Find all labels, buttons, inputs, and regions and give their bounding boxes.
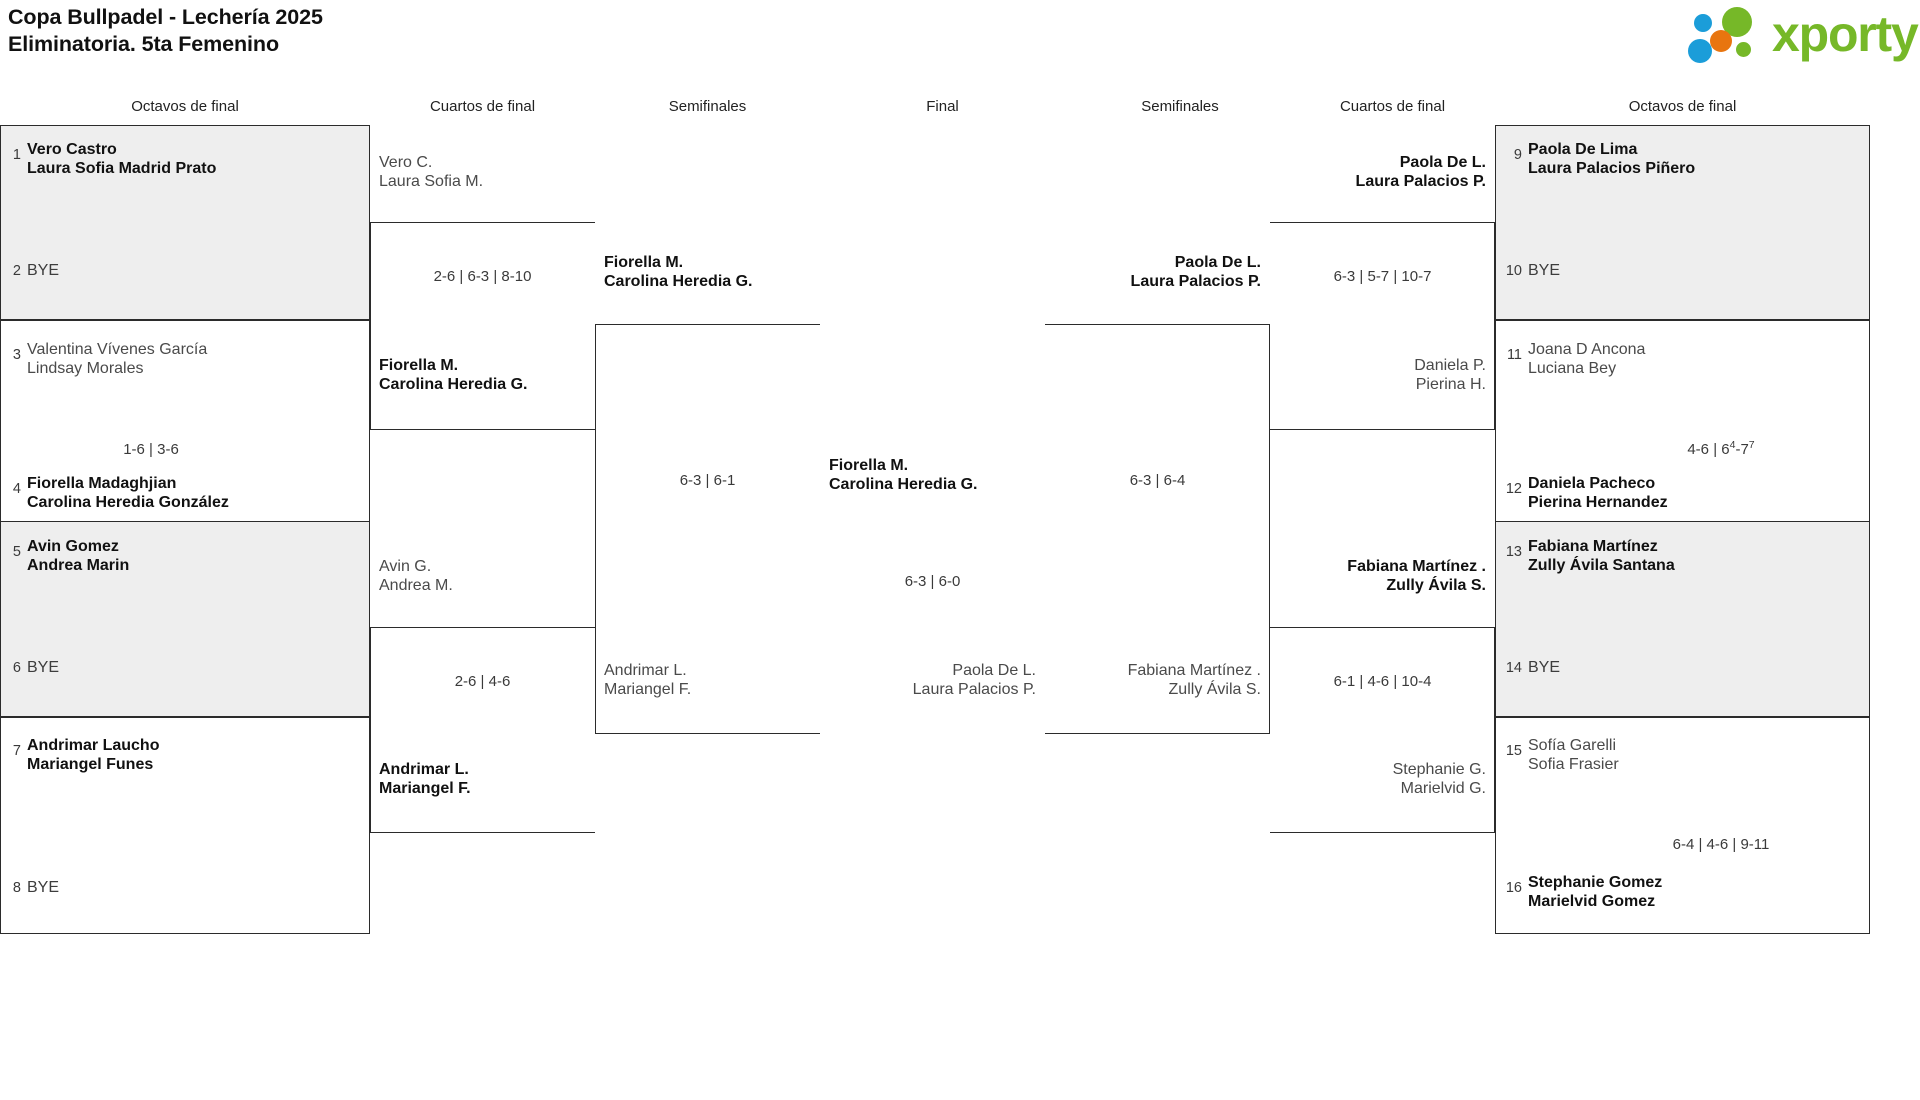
match-score: 2-6 | 4-6 bbox=[454, 673, 511, 690]
team-name: Fiorella Madaghjian Carolina Heredia Gon… bbox=[27, 475, 229, 511]
bracket-connector bbox=[595, 324, 820, 734]
seed-number: 6 bbox=[12, 660, 21, 676]
table-row[interactable]: 5 Avin Gomez Andrea Marin 6 BYE bbox=[0, 521, 370, 717]
logo-dot-orange bbox=[1710, 30, 1732, 52]
match-score: 4-6 | 64-77 bbox=[1687, 439, 1755, 458]
round-header-left-sf: Semifinales bbox=[668, 98, 747, 115]
team-name: Fabiana Martínez Zully Ávila Santana bbox=[1528, 538, 1675, 574]
match-score: 1-6 | 3-6 bbox=[123, 441, 179, 458]
match-score: 6-3 | 5-7 | 10-7 bbox=[1333, 268, 1432, 285]
team-name: Vero C. Laura Sofia M. bbox=[379, 154, 484, 190]
table-row[interactable]: 13 Fabiana Martínez Zully Ávila Santana … bbox=[1495, 521, 1870, 717]
team-name: Valentina Vívenes García Lindsay Morales bbox=[27, 341, 208, 377]
bracket-connector bbox=[370, 222, 595, 430]
bye-label: BYE bbox=[1528, 659, 1561, 676]
team-name: Andrimar L. Mariangel F. bbox=[604, 662, 692, 698]
table-row[interactable]: 3 Valentina Vívenes García Lindsay Moral… bbox=[0, 320, 370, 538]
bracket-connector bbox=[1270, 627, 1495, 833]
page-title: Copa Bullpadel - Lechería 2025 Eliminato… bbox=[8, 4, 323, 58]
match-score: 6-3 | 6-1 bbox=[679, 472, 736, 489]
seed-number: 16 bbox=[1505, 880, 1522, 896]
match-score: 6-1 | 4-6 | 10-4 bbox=[1333, 673, 1432, 690]
seed-number: 11 bbox=[1506, 347, 1522, 363]
logo-dot-blue-small bbox=[1694, 14, 1712, 32]
tournament-category: Eliminatoria. 5ta Femenino bbox=[8, 32, 279, 56]
team-name: Joana D Ancona Luciana Bey bbox=[1528, 341, 1646, 377]
seed-number: 13 bbox=[1505, 544, 1522, 560]
round-header-right-qf: Cuartos de final bbox=[1339, 98, 1446, 115]
team-name: Andrimar Laucho Mariangel Funes bbox=[27, 737, 160, 773]
team-name: Daniela P. Pierina H. bbox=[1414, 357, 1486, 393]
table-row[interactable]: 15 Sofía Garelli Sofia Frasier 6-4 | 4-6… bbox=[1495, 717, 1870, 934]
team-name: Paola De L. Laura Palacios P. bbox=[1130, 254, 1261, 290]
team-name: Paola De L. Laura Palacios P. bbox=[912, 662, 1036, 698]
bye-label: BYE bbox=[27, 659, 60, 676]
team-name: Stephanie G. Marielvid G. bbox=[1392, 761, 1486, 797]
team-name: Andrimar L. Mariangel F. bbox=[379, 761, 471, 797]
round-header-left-qf: Cuartos de final bbox=[429, 98, 536, 115]
match-score: 6-4 | 4-6 | 9-11 bbox=[1672, 836, 1770, 853]
table-row[interactable]: 7 Andrimar Laucho Mariangel Funes 8 BYE bbox=[0, 717, 370, 934]
team-name: Sofía Garelli Sofia Frasier bbox=[1528, 737, 1619, 773]
table-row[interactable]: 1 Vero Castro Laura Sofia Madrid Prato 2… bbox=[0, 125, 370, 320]
table-row[interactable]: 11 Joana D Ancona Luciana Bey 4-6 | 64-7… bbox=[1495, 320, 1870, 538]
match-score: 6-3 | 6-0 bbox=[904, 573, 961, 590]
bracket-connector bbox=[370, 627, 595, 833]
round-header-right-r16: Octavos de final bbox=[1628, 98, 1737, 115]
seed-number: 1 bbox=[12, 147, 21, 163]
table-row[interactable]: 9 Paola De Lima Laura Palacios Piñero 10… bbox=[1495, 125, 1870, 320]
bye-label: BYE bbox=[1528, 262, 1561, 279]
match-score: 2-6 | 6-3 | 8-10 bbox=[433, 268, 532, 285]
logo-dots-icon bbox=[1688, 6, 1772, 63]
xporty-logo[interactable]: xporty bbox=[1688, 6, 1919, 64]
seed-number: 4 bbox=[12, 481, 21, 497]
seed-number: 10 bbox=[1505, 263, 1522, 279]
logo-dot-green-small bbox=[1736, 42, 1751, 57]
team-name: Fiorella M. Carolina Heredia G. bbox=[829, 457, 978, 493]
seed-number: 7 bbox=[12, 743, 21, 759]
bye-label: BYE bbox=[27, 262, 60, 279]
bracket-connector bbox=[1045, 324, 1270, 734]
team-name: Avin G. Andrea M. bbox=[379, 558, 453, 594]
round-header-right-sf: Semifinales bbox=[1141, 98, 1219, 115]
round-header-left-r16: Octavos de final bbox=[131, 98, 239, 115]
bracket-connector bbox=[1270, 222, 1495, 430]
team-name: Paola De L. Laura Palacios P. bbox=[1355, 154, 1486, 190]
team-name: Vero Castro Laura Sofia Madrid Prato bbox=[27, 141, 217, 177]
match-score: 6-3 | 6-4 bbox=[1129, 472, 1186, 489]
team-name: Paola De Lima Laura Palacios Piñero bbox=[1528, 141, 1696, 177]
seed-number: 9 bbox=[1513, 147, 1522, 163]
seed-number: 8 bbox=[12, 880, 21, 896]
team-name: Fiorella M. Carolina Heredia G. bbox=[604, 254, 753, 290]
team-name: Stephanie Gomez Marielvid Gomez bbox=[1528, 874, 1663, 910]
seed-number: 15 bbox=[1505, 743, 1522, 759]
seed-number: 5 bbox=[12, 544, 21, 560]
logo-wordmark: xporty bbox=[1772, 6, 1919, 62]
team-name: Fiorella M. Carolina Heredia G. bbox=[379, 357, 528, 393]
seed-number: 2 bbox=[12, 263, 21, 279]
seed-number: 14 bbox=[1505, 660, 1522, 676]
round-header-final: Final bbox=[926, 98, 959, 115]
seed-number: 3 bbox=[12, 347, 21, 363]
team-name: Fabiana Martínez . Zully Ávila S. bbox=[1347, 558, 1486, 594]
bye-label: BYE bbox=[27, 879, 60, 896]
team-name: Daniela Pacheco Pierina Hernandez bbox=[1528, 475, 1668, 511]
tournament-name: Copa Bullpadel - Lechería 2025 bbox=[8, 5, 323, 29]
seed-number: 12 bbox=[1505, 481, 1522, 497]
team-name: Fabiana Martínez . Zully Ávila S. bbox=[1127, 662, 1261, 698]
logo-dot-blue-large bbox=[1688, 39, 1712, 63]
team-name: Avin Gomez Andrea Marin bbox=[27, 538, 130, 574]
